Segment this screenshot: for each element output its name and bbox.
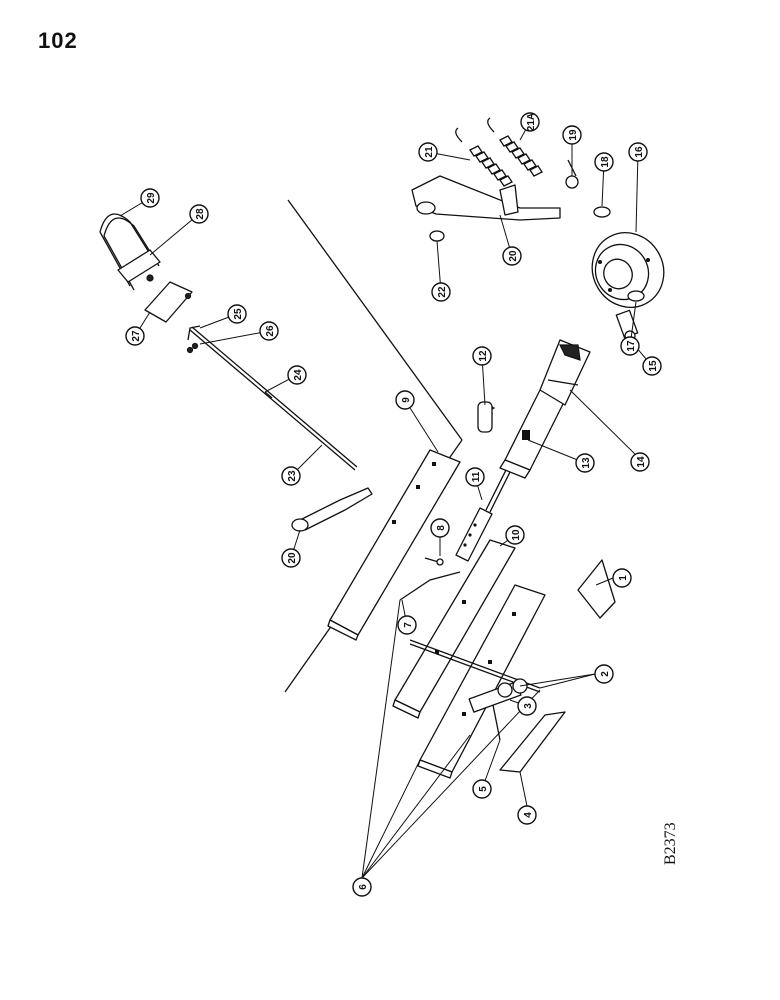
callout-29: 29 (140, 188, 160, 208)
washer-22 (429, 230, 445, 242)
svg-text:13: 13 (581, 457, 592, 469)
svg-text:11: 11 (471, 471, 482, 482)
washer-17 (627, 290, 645, 302)
svg-text:4: 4 (523, 812, 534, 818)
svg-text:12: 12 (478, 350, 489, 362)
svg-text:21: 21 (424, 146, 435, 158)
spring-12 (477, 401, 496, 433)
svg-text:3: 3 (523, 703, 534, 709)
callout-20-lower: 20 (281, 548, 301, 568)
svg-text:7: 7 (403, 622, 414, 628)
bracket-25-26 (186, 325, 201, 354)
washer-18 (593, 206, 611, 218)
svg-text:6: 6 (358, 884, 369, 890)
svg-text:20: 20 (508, 250, 519, 262)
callout-8: 8 (430, 518, 450, 538)
callout-11: 11 (465, 467, 485, 487)
callout-7: 7 (397, 615, 417, 635)
callout-10: 10 (505, 525, 525, 545)
svg-text:18: 18 (600, 156, 611, 168)
callout-20-upper: 20 (502, 246, 522, 266)
callout-15: 15 (642, 356, 662, 376)
svg-text:20: 20 (287, 552, 298, 564)
svg-text:26: 26 (265, 325, 276, 337)
rod-23-24 (189, 326, 358, 471)
page-number: 102 (38, 28, 78, 53)
svg-text:16: 16 (634, 146, 645, 158)
leader-lines (119, 121, 653, 879)
housing-13 (499, 389, 566, 479)
svg-text:8: 8 (436, 525, 447, 531)
channel-6 (417, 584, 546, 779)
pulley-16 (591, 232, 665, 308)
callout-21: 21 (418, 142, 438, 162)
callout-6: 6 (352, 877, 372, 897)
svg-text:25: 25 (233, 308, 244, 320)
svg-text:2: 2 (600, 671, 611, 677)
callout-24: 24 (287, 365, 307, 385)
callout-18: 18 (594, 152, 614, 172)
idler-arm-20 (411, 175, 561, 221)
svg-text:14: 14 (636, 456, 647, 468)
plate-1 (577, 559, 616, 619)
callout-22: 22 (431, 282, 451, 302)
svg-text:27: 27 (131, 330, 142, 342)
bracket-27-28 (117, 249, 193, 323)
callout-2: 2 (594, 664, 614, 684)
spring-21a (487, 117, 543, 177)
callout-19: 19 (562, 125, 582, 145)
callout-17: 17 (620, 336, 640, 356)
channel-10 (392, 539, 516, 719)
svg-text:19: 19 (568, 129, 579, 141)
callout-14: 14 (630, 452, 650, 472)
channel-9 (327, 449, 461, 641)
link-20 (291, 487, 373, 532)
svg-text:17: 17 (626, 340, 637, 352)
svg-text:28: 28 (195, 208, 206, 220)
callout-21a: 21A (520, 112, 540, 132)
callout-16: 16 (628, 142, 648, 162)
svg-text:21A: 21A (526, 113, 537, 131)
callout-13: 13 (575, 453, 595, 473)
bracket-7 (399, 571, 461, 601)
spring-21 (455, 127, 513, 187)
callout-25: 25 (227, 304, 247, 324)
svg-text:22: 22 (437, 286, 448, 298)
svg-text:1: 1 (618, 575, 629, 581)
callout-27: 27 (125, 326, 145, 346)
callout-9: 9 (395, 390, 415, 410)
callout-3: 3 (517, 696, 537, 716)
callout-1: 1 (612, 568, 632, 588)
callout-26: 26 (259, 321, 279, 341)
callout-28: 28 (189, 204, 209, 224)
svg-text:15: 15 (648, 360, 659, 372)
plate-4 (499, 711, 566, 773)
divider-line-upper (287, 199, 463, 441)
callout-5: 5 (472, 779, 492, 799)
clevis-3 (468, 678, 528, 741)
bolt-8 (424, 557, 444, 566)
callout-4: 4 (517, 805, 537, 825)
svg-text:9: 9 (401, 397, 412, 403)
svg-text:5: 5 (478, 786, 489, 792)
svg-text:23: 23 (287, 470, 298, 482)
svg-text:10: 10 (511, 529, 522, 541)
arm-14 (539, 339, 591, 406)
callout-12: 12 (472, 346, 492, 366)
svg-text:24: 24 (293, 369, 304, 381)
callout-23: 23 (281, 466, 301, 486)
svg-text:29: 29 (146, 192, 157, 204)
